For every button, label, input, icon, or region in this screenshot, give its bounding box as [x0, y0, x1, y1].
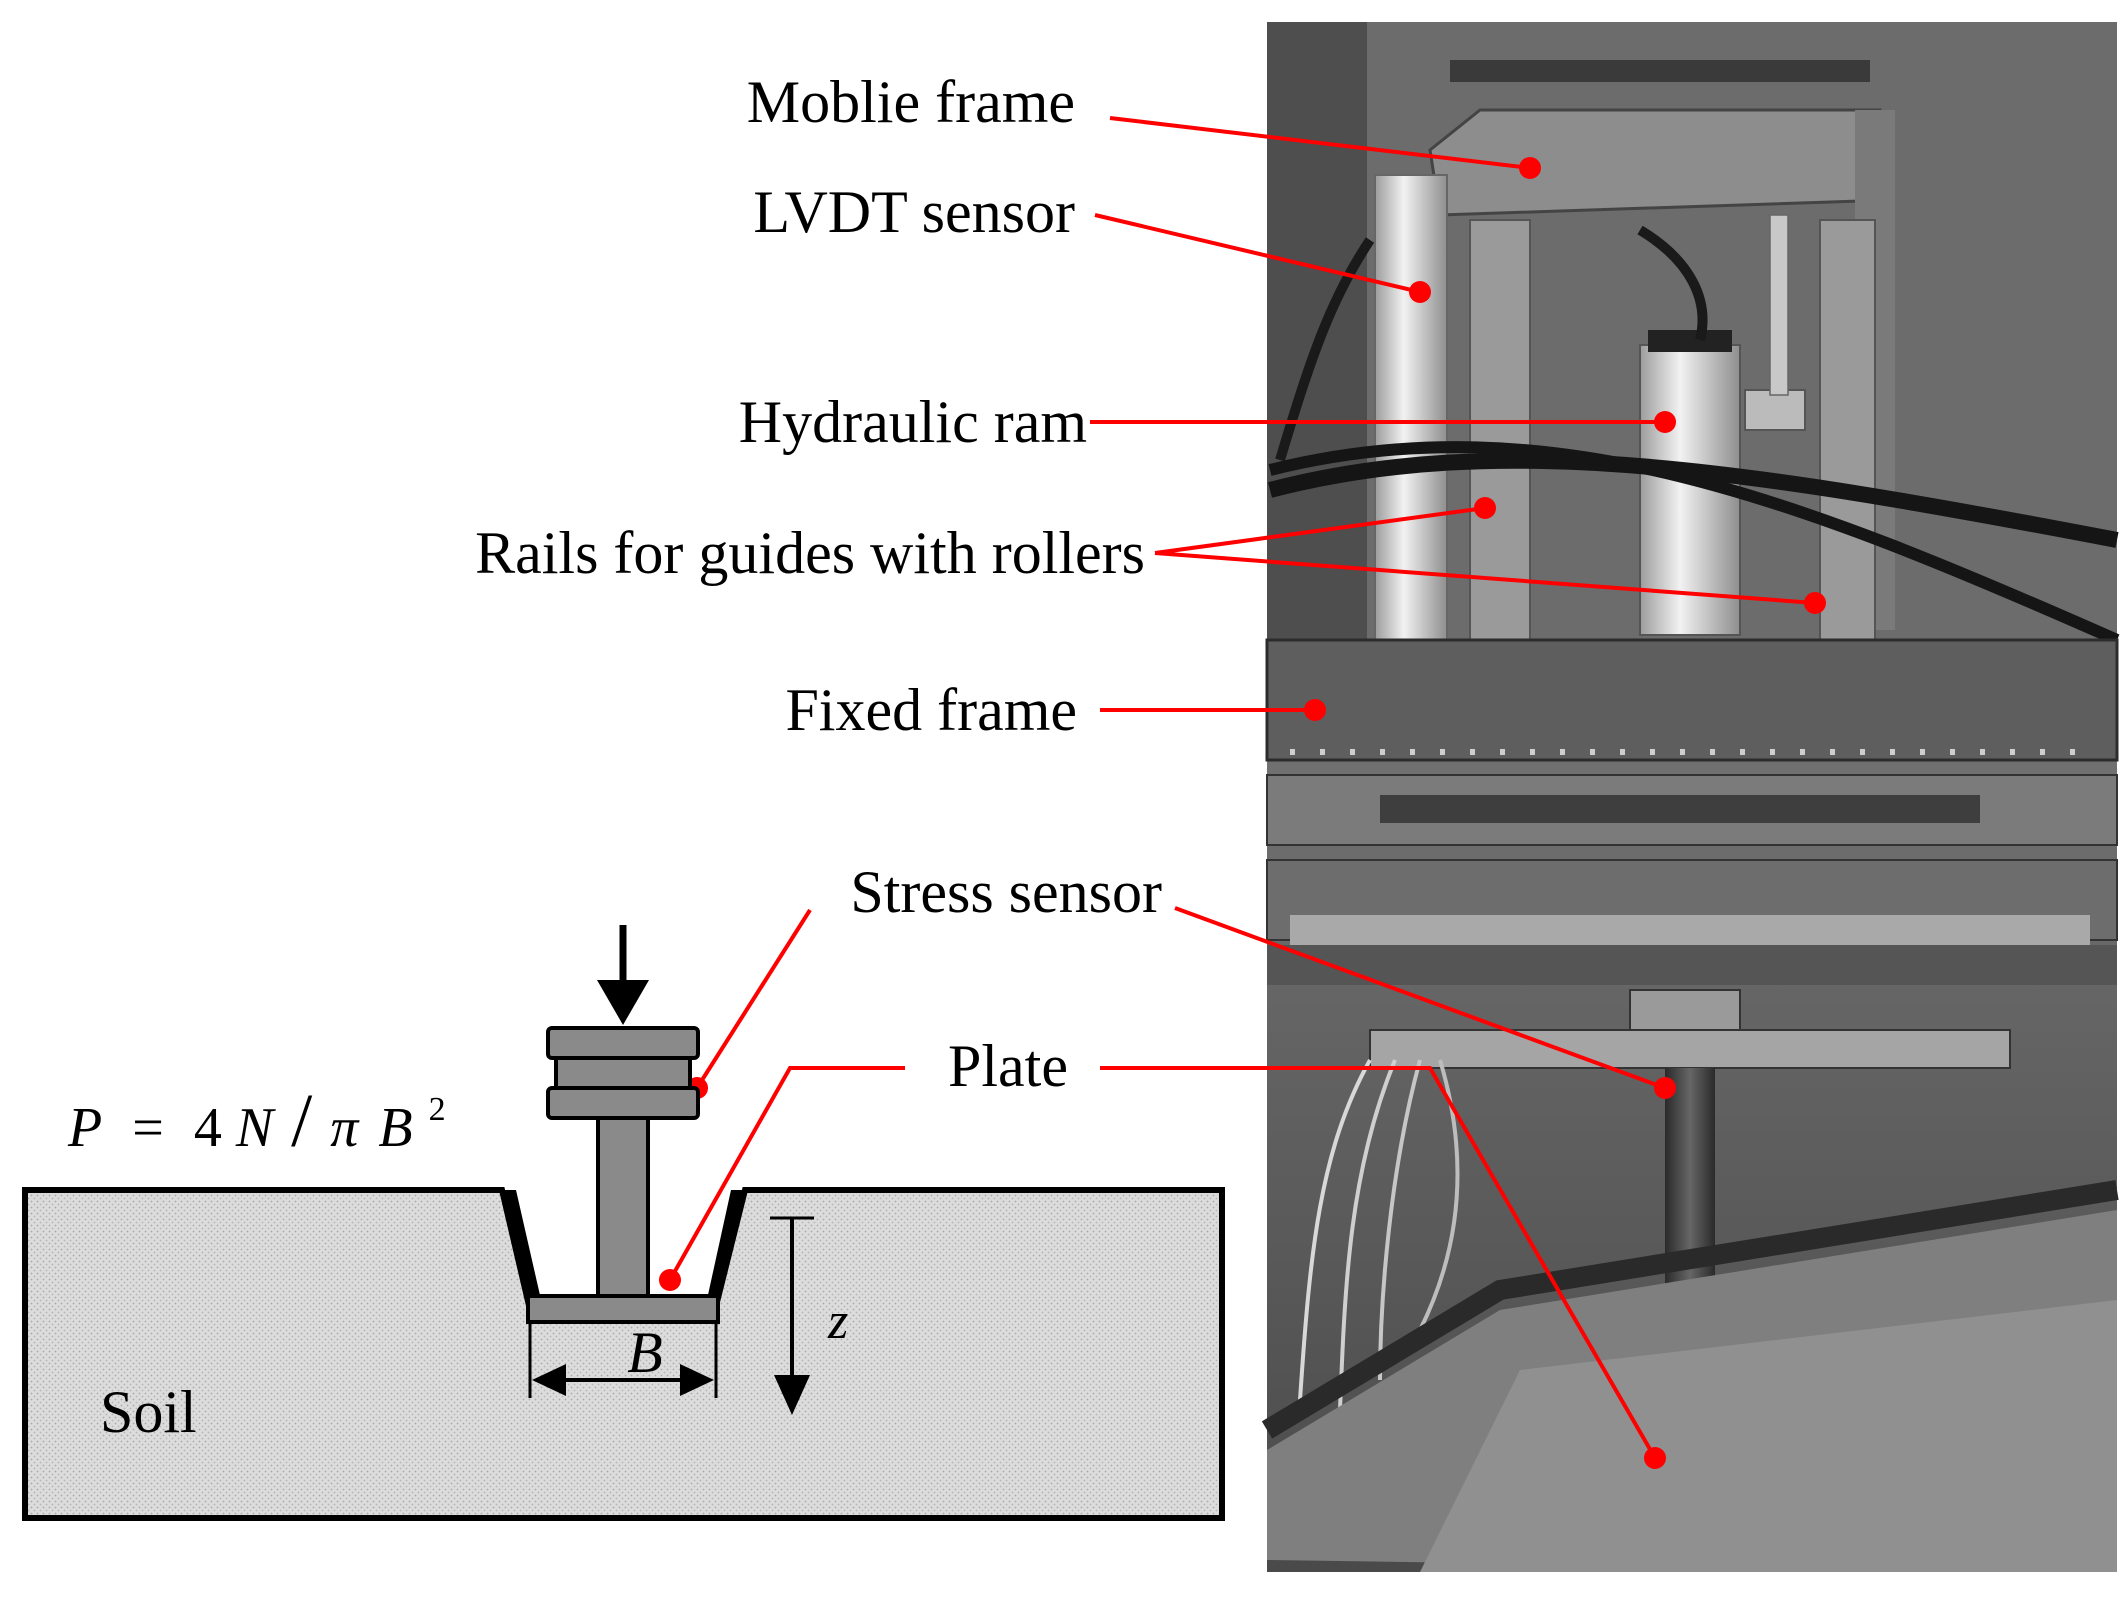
guide-rail-right [1819, 219, 1876, 641]
guide-rail-left [1469, 219, 1531, 641]
fixed-frame-bottom [1267, 945, 2117, 985]
soil-surface-light [1420, 1300, 2117, 1572]
sensor-wire-a [1298, 1059, 1372, 1401]
width-arrow-right [680, 1364, 714, 1396]
hydraulic-hose-b [1268, 441, 2120, 646]
load-cell-upper [546, 1026, 700, 1060]
hydraulic-ram-cap [1648, 330, 1732, 352]
depth-arrow-head [774, 1375, 810, 1415]
soil-label: Soil [100, 1379, 197, 1445]
marker-hydraulic-ram [1654, 411, 1676, 433]
formula-num: N [235, 1097, 276, 1159]
leader-stress-sensor-diagram [695, 908, 812, 1090]
marker-fixed-frame [1304, 699, 1326, 721]
leader-rails-a [1154, 506, 1486, 555]
leader-plate-diagram [668, 1066, 905, 1281]
marker-lvdt-sensor [1409, 281, 1431, 303]
label-lvdt-sensor: LVDT sensor [753, 179, 1075, 245]
soil-box-rim [1261, 1180, 2119, 1439]
width-symbol: B [627, 1320, 662, 1385]
leader-lines [659, 116, 1826, 1469]
pressure-formula: P = 4 N / π B 2 [67, 1079, 446, 1163]
marker-plate-diagram [659, 1269, 681, 1291]
formula-den: B [378, 1097, 412, 1159]
load-arrow-head [597, 980, 649, 1025]
leader-rails-b [1154, 551, 1816, 605]
label-stress-sensor: Stress sensor [850, 859, 1162, 925]
sensor-wire-d [1418, 1059, 1460, 1331]
leader-plate-photo [1100, 1066, 1657, 1459]
width-arrow-left [532, 1364, 566, 1396]
formula-slash: / [291, 1079, 313, 1163]
footing-plate [526, 1294, 720, 1324]
fixed-frame-beam [1265, 638, 2119, 762]
callout-labels: Moblie frame LVDT sensor Hydraulic ram R… [475, 69, 1162, 1099]
formula-coef: 4 [194, 1097, 222, 1159]
label-hydraulic-ram: Hydraulic ram [739, 389, 1087, 455]
formula-pi: π [330, 1097, 360, 1159]
formula-eq: = [132, 1097, 164, 1159]
footing-column [596, 1093, 650, 1298]
formula-text: P = 4 N / π B 2 [67, 1079, 446, 1163]
photo-top-beam [1450, 60, 1870, 82]
hydraulic-rod [1769, 214, 1789, 396]
load-cell-middle [554, 1053, 692, 1090]
sensor-wire-c [1378, 1059, 1422, 1381]
fixed-frame-rail-slot [1380, 795, 1980, 823]
marker-plate-photo [1644, 1447, 1666, 1469]
label-mobile-frame: Moblie frame [747, 69, 1075, 135]
sensor-wire-b [1338, 1059, 1397, 1411]
hydraulic-hose-c [1275, 237, 1375, 462]
marker-mobile-frame [1519, 157, 1541, 179]
leader-lvdt-sensor [1094, 213, 1421, 294]
marker-rails-a [1474, 497, 1496, 519]
plate-carrier [1369, 1029, 2011, 1069]
leader-stress-sensor-photo [1174, 906, 1666, 1090]
label-plate: Plate [948, 1033, 1068, 1099]
apparatus-photo [1261, 22, 2120, 1572]
formula-exp: 2 [429, 1091, 446, 1128]
lvdt-tube [1374, 174, 1448, 646]
label-rails: Rails for guides with rollers [475, 520, 1145, 586]
load-cell-lower [546, 1086, 700, 1120]
fixed-frame-strip [1290, 915, 2090, 945]
hydraulic-valve [1744, 389, 1806, 431]
depth-symbol: z [827, 1293, 848, 1350]
marker-stress-sensor-photo [1654, 1077, 1676, 1099]
pit-wall-left [502, 1190, 542, 1304]
label-fixed-frame: Fixed frame [785, 677, 1077, 743]
hydraulic-hose-d [1637, 225, 1708, 342]
pit-wall-right [706, 1190, 745, 1304]
footing-schematic: B z Soil [22, 925, 1225, 1521]
leader-mobile-frame [1109, 116, 1531, 170]
marker-rails-b [1804, 592, 1826, 614]
formula-lhs: P [67, 1097, 102, 1159]
